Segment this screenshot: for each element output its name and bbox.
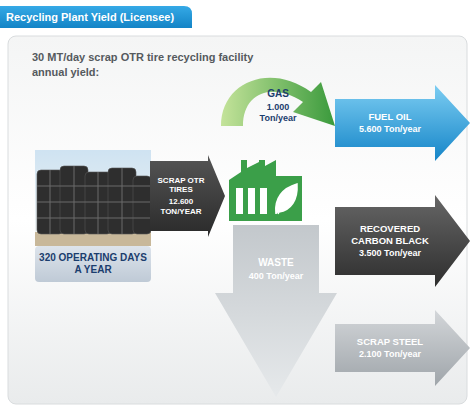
leaf-symbol xyxy=(276,184,297,214)
node-heading: GAS xyxy=(267,88,289,100)
node-amount: 5.600 Ton/year xyxy=(359,124,421,135)
tire-stack xyxy=(37,166,151,234)
node-heading: 320 OPERATING DAYS A YEAR xyxy=(39,252,147,276)
node-outline xyxy=(335,85,470,161)
node-heading: FUEL OIL xyxy=(368,111,411,122)
header-tab-text: Recycling Plant Yield (Licensee) xyxy=(6,6,192,28)
factory-window xyxy=(248,188,255,214)
node-amount: 2.100 Ton/year xyxy=(359,349,421,360)
node-outline xyxy=(221,78,335,126)
node-text-area: FUEL OIL 5.600 Ton/year xyxy=(345,99,435,147)
input-arrow: SCRAP OTR TIRES 12.600 TON/YEAR xyxy=(150,155,225,237)
factory-building xyxy=(229,160,302,221)
factory-window xyxy=(236,188,243,214)
node-outline xyxy=(150,155,225,237)
node-text-area: SCRAP STEEL 2.100 Ton/year xyxy=(345,324,435,372)
node-shape xyxy=(335,310,470,386)
fuel-oil-arrow: FUEL OIL 5.600 Ton/year xyxy=(335,85,470,161)
factory-icon xyxy=(229,160,302,221)
operating-days-box: 320 OPERATING DAYS A YEAR xyxy=(35,246,151,282)
node-text-area: GAS 1.000 Ton/year xyxy=(253,86,303,126)
waste-arrow: WASTE 400 Ton/year xyxy=(215,225,337,397)
tire-photo xyxy=(35,150,151,246)
node-text-area: SCRAP OTR TIRES 12.600 TON/YEAR xyxy=(154,161,208,231)
node-amount: 1.000 Ton/year xyxy=(253,102,303,124)
tire-treads xyxy=(37,166,151,234)
node-outline xyxy=(35,246,151,282)
diagram-title: Recycling Plant Yield (Licensee) xyxy=(6,11,174,23)
node-heading: SCRAP STEEL xyxy=(357,336,423,347)
node-shape xyxy=(150,155,225,237)
node-text-area: 320 OPERATING DAYS A YEAR xyxy=(39,246,147,282)
photo-sky xyxy=(35,150,151,246)
node-outline xyxy=(335,310,470,386)
node-text-area: WASTE 400 Ton/year xyxy=(235,251,317,287)
node-text-area: RECOVERED CARBON BLACK 3.500 Ton/year xyxy=(345,207,435,275)
node-shape xyxy=(215,225,337,397)
node-heading: SCRAP OTR TIRES xyxy=(154,176,208,195)
factory-window xyxy=(260,188,267,214)
gas-curved-arrow: GAS 1.000 Ton/year xyxy=(215,62,340,132)
carbon-black-arrow: RECOVERED CARBON BLACK 3.500 Ton/year xyxy=(335,195,470,287)
header-tab xyxy=(0,6,192,28)
node-heading: RECOVERED CARBON BLACK xyxy=(345,223,435,246)
node-amount: 3.500 Ton/year xyxy=(359,248,421,259)
intro-label: 30 MT/day scrap OTR tire recycling facil… xyxy=(32,50,282,80)
node-amount: 12.600 TON/YEAR xyxy=(154,197,208,216)
scrap-steel-arrow: SCRAP STEEL 2.100 Ton/year xyxy=(335,310,470,386)
node-outline xyxy=(335,195,470,287)
node-heading: WASTE xyxy=(258,257,294,269)
node-amount: 400 Ton/year xyxy=(249,271,303,282)
node-shape xyxy=(335,85,470,161)
node-outline xyxy=(215,225,337,397)
